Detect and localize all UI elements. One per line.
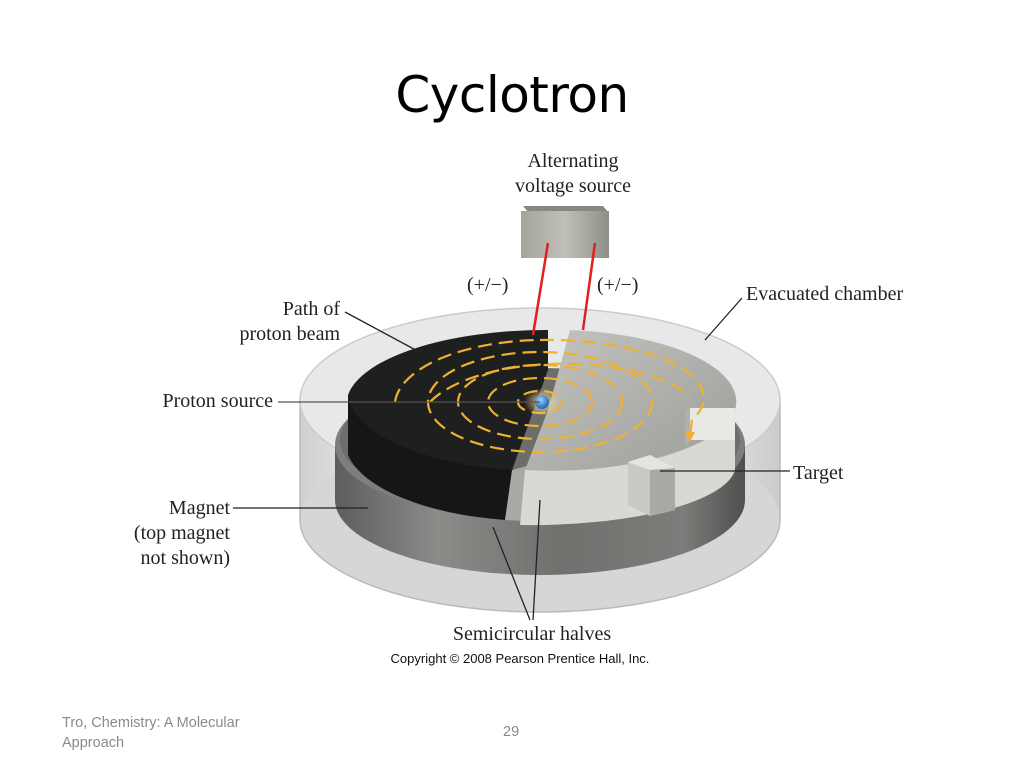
proton-source <box>524 388 560 416</box>
voltage-source-label: Alternating voltage source <box>505 149 641 199</box>
magnet-label-line1: Magnet <box>168 497 230 519</box>
page-number: 29 <box>503 724 520 740</box>
wires <box>531 242 597 336</box>
voltage-source-box <box>521 206 609 258</box>
light-dee <box>505 330 737 526</box>
dark-dee <box>348 329 548 520</box>
polarity-right-label: (+/−) <box>597 274 639 296</box>
footer-source-text: Tro, Chemistry: A Molecular Approach <box>62 715 240 751</box>
slide-title: Cyclotron <box>395 66 629 124</box>
leader-lines <box>233 297 790 621</box>
target-block <box>628 455 675 516</box>
beam-arrow-icon <box>685 432 695 442</box>
evacuated-chamber-label: Evacuated chamber <box>746 283 904 305</box>
magnet-label: Magnet (top magnet not shown) <box>100 496 230 571</box>
path-of-beam-label: Path of proton beam <box>200 297 340 347</box>
path-of-beam-line2: proton beam <box>239 323 340 345</box>
copyright-notice: Copyright © 2008 Pearson Prentice Hall, … <box>390 651 650 666</box>
semicircular-halves-label: Semicircular halves <box>452 623 612 645</box>
target-label: Target <box>793 462 844 484</box>
proton-source-label: Proton source <box>162 390 273 412</box>
magnet-label-line3: not shown) <box>140 547 230 569</box>
polarity-left-label: (+/−) <box>467 274 509 296</box>
magnet-label-line2: (top magnet <box>133 522 230 544</box>
voltage-source-label-line1: Alternating <box>527 150 619 172</box>
path-of-beam-line1: Path of <box>282 298 340 320</box>
voltage-source-label-line2: voltage source <box>514 175 632 197</box>
